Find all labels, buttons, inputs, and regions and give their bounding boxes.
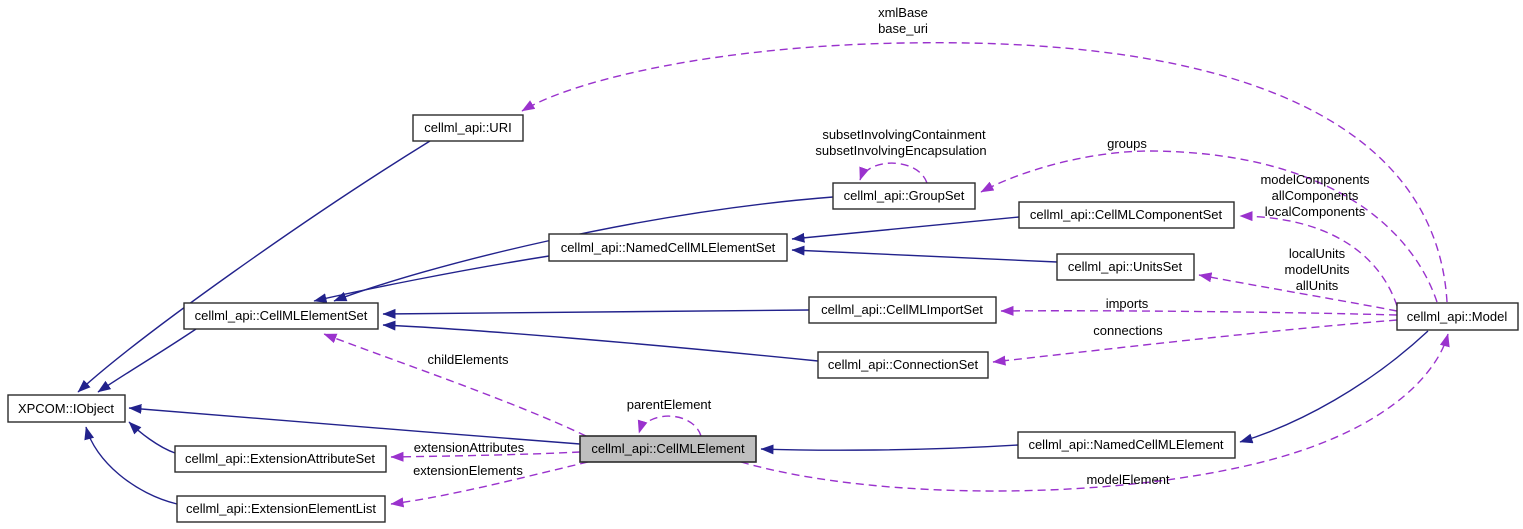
edge-labels: xmlBase base_uri groups subsetInvolvingC… — [413, 5, 1370, 487]
label-xmlbase: xmlBase — [878, 5, 928, 20]
node-namedelementset-label: cellml_api::NamedCellMLElementSet — [561, 240, 776, 255]
label-modelunits: modelUnits — [1284, 262, 1350, 277]
node-connectionset-label: cellml_api::ConnectionSet — [828, 357, 979, 372]
node-iobject-label: XPCOM::IObject — [18, 401, 114, 416]
node-namedelementset-box[interactable] — [548, 233, 788, 262]
node-extelemlist-label: cellml_api::ExtensionElementList — [186, 501, 376, 516]
node-namedelement-box[interactable] — [1017, 431, 1236, 459]
diagram-nodes: cellml_api::URI cellml_api::GroupSet cel… — [7, 114, 1519, 523]
usage-edges — [323, 42, 1450, 508]
label-groups: groups — [1107, 136, 1147, 151]
node-componentset-box[interactable] — [1018, 201, 1235, 229]
label-extensionattributes: extensionAttributes — [414, 440, 525, 455]
node-extelemlist[interactable]: cellml_api::ExtensionElementList — [176, 495, 386, 523]
node-model-box[interactable] — [1396, 302, 1519, 331]
node-componentset[interactable]: cellml_api::CellMLComponentSet — [1018, 201, 1235, 229]
edge-cellmlelement-self-loop — [637, 415, 702, 437]
edge-extattrset-to-iobject — [128, 421, 176, 454]
edge-unitsset-to-namedset — [791, 245, 1058, 263]
node-extattrset-label: cellml_api::ExtensionAttributeSet — [185, 451, 375, 466]
node-groupset[interactable]: cellml_api::GroupSet — [832, 182, 976, 210]
edge-cellmlelement-to-iobject — [128, 403, 581, 445]
node-elementset-label: cellml_api::CellMLElementSet — [195, 308, 368, 323]
node-unitsset[interactable]: cellml_api::UnitsSet — [1056, 253, 1195, 281]
edge-model-to-uri-xmlbase — [521, 42, 1448, 303]
edge-model-to-componentset — [1239, 211, 1398, 307]
node-namedelement-label: cellml_api::NamedCellMLElement — [1028, 437, 1223, 452]
node-elementset-box[interactable] — [183, 302, 379, 330]
edge-elementset-to-iobject — [97, 328, 197, 393]
edge-model-to-unitsset — [1198, 272, 1398, 312]
node-extattrset-box[interactable] — [174, 445, 387, 473]
node-uri-label: cellml_api::URI — [424, 120, 511, 135]
edge-model-to-namedelement — [1239, 330, 1429, 444]
label-connections: connections — [1093, 323, 1163, 338]
node-unitsset-label: cellml_api::UnitsSet — [1068, 259, 1183, 274]
node-extelemlist-box[interactable] — [176, 495, 386, 523]
edge-model-to-connectionset-connections — [992, 319, 1398, 366]
edge-uri-to-iobject — [77, 140, 431, 393]
label-subset-containment: subsetInvolvingContainment — [822, 127, 986, 142]
label-subset-encapsulation: subsetInvolvingEncapsulation — [815, 143, 986, 158]
node-extattrset[interactable]: cellml_api::ExtensionAttributeSet — [174, 445, 387, 473]
node-importset[interactable]: cellml_api::CellMLImportSet — [808, 296, 997, 324]
edge-model-to-importset-imports — [1000, 305, 1398, 316]
label-imports: imports — [1106, 296, 1149, 311]
edge-componentset-to-namedset — [791, 216, 1020, 243]
node-groupset-box[interactable] — [832, 182, 976, 210]
node-model[interactable]: cellml_api::Model — [1396, 302, 1519, 331]
node-componentset-label: cellml_api::CellMLComponentSet — [1030, 207, 1223, 222]
inheritance-edges — [77, 140, 1429, 505]
node-uri-box[interactable] — [412, 114, 524, 142]
edge-importset-to-elementset — [382, 308, 810, 319]
node-importset-label: cellml_api::CellMLImportSet — [821, 302, 983, 317]
edge-cellmlelement-to-elementset-childelements — [323, 333, 587, 437]
label-base-uri: base_uri — [878, 21, 928, 36]
node-namedelementset[interactable]: cellml_api::NamedCellMLElementSet — [548, 233, 788, 262]
label-modelcomponents: modelComponents — [1260, 172, 1370, 187]
label-allcomponents: allComponents — [1272, 188, 1359, 203]
label-extensionelements: extensionElements — [413, 463, 523, 478]
node-connectionset-box[interactable] — [817, 351, 989, 379]
label-childelements: childElements — [428, 352, 509, 367]
edge-cellmlelement-to-model-modelelement — [740, 333, 1450, 492]
edge-groupset-to-elementset — [333, 196, 834, 302]
edge-connectionset-to-elementset — [382, 320, 819, 362]
label-localunits: localUnits — [1289, 246, 1346, 261]
node-connectionset[interactable]: cellml_api::ConnectionSet — [817, 351, 989, 379]
label-modelelement: modelElement — [1086, 472, 1169, 487]
node-uri[interactable]: cellml_api::URI — [412, 114, 524, 142]
node-importset-box[interactable] — [808, 296, 997, 324]
edge-namedelement-to-cellmlelement — [760, 444, 1019, 455]
edge-extelemlist-to-iobject — [84, 426, 178, 505]
node-iobject-box[interactable] — [7, 394, 126, 423]
node-unitsset-box[interactable] — [1056, 253, 1195, 281]
node-groupset-label: cellml_api::GroupSet — [844, 188, 965, 203]
node-elementset[interactable]: cellml_api::CellMLElementSet — [183, 302, 379, 330]
edge-cellmlelement-to-extattrset — [390, 451, 581, 462]
label-parentelement: parentElement — [627, 397, 712, 412]
label-allunits: allUnits — [1296, 278, 1339, 293]
edge-namedset-to-elementset — [313, 255, 550, 304]
label-localcomponents: localComponents — [1265, 204, 1366, 219]
node-cellmlelement-focus[interactable]: cellml_api::CellMLElement — [579, 435, 757, 463]
edge-groupset-self-loop — [859, 162, 928, 184]
node-cellmlelement-label: cellml_api::CellMLElement — [591, 441, 745, 456]
node-namedelement[interactable]: cellml_api::NamedCellMLElement — [1017, 431, 1236, 459]
edge-model-to-groupset-groups — [980, 150, 1438, 303]
node-cellmlelement-box[interactable] — [579, 435, 757, 463]
node-iobject[interactable]: XPCOM::IObject — [7, 394, 126, 423]
node-model-label: cellml_api::Model — [1407, 309, 1508, 324]
